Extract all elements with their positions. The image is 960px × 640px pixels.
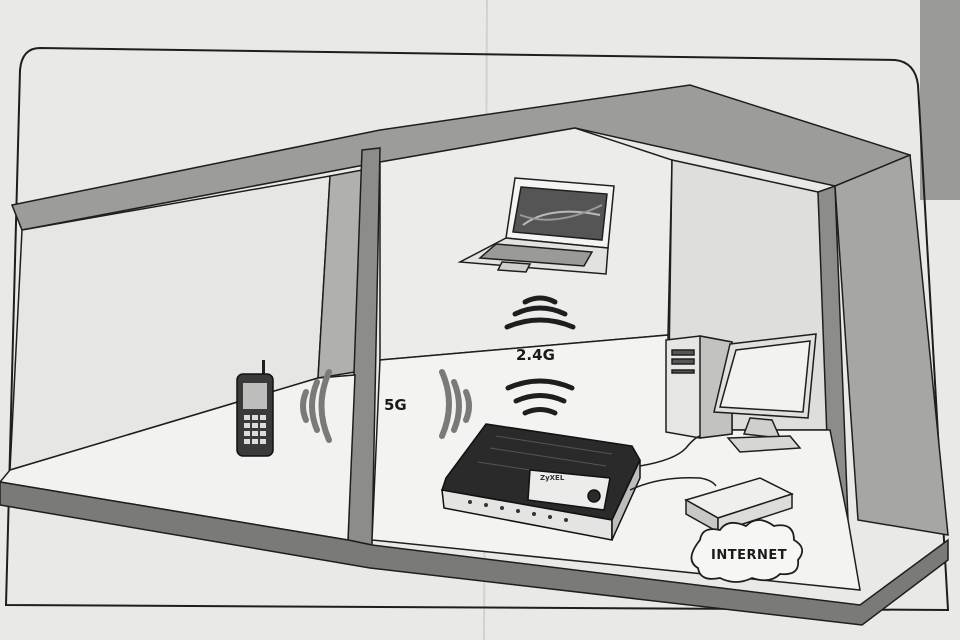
band-label-5g: 5G <box>384 396 407 414</box>
cloud-icon <box>690 519 804 583</box>
internet-label: INTERNET <box>711 548 788 563</box>
wifi-signal-icon-5g <box>439 369 472 439</box>
router-brand-label: ZyXEL <box>540 474 565 482</box>
router-icon <box>441 423 641 541</box>
frame-border <box>4 46 950 612</box>
table-surface <box>920 0 960 200</box>
wifi-signal-icon-phone <box>300 369 332 443</box>
wifi-signal-icon-24g <box>505 378 575 416</box>
mobile-phone-icon <box>236 360 274 457</box>
laptop-icon <box>457 177 615 275</box>
floor-slab <box>0 481 949 626</box>
right-outer-wall <box>834 153 949 536</box>
band-label-2-4g: 2.4G <box>516 346 555 364</box>
desktop-computer-icon <box>665 333 817 453</box>
wifi-signal-icon-laptop <box>504 295 576 330</box>
